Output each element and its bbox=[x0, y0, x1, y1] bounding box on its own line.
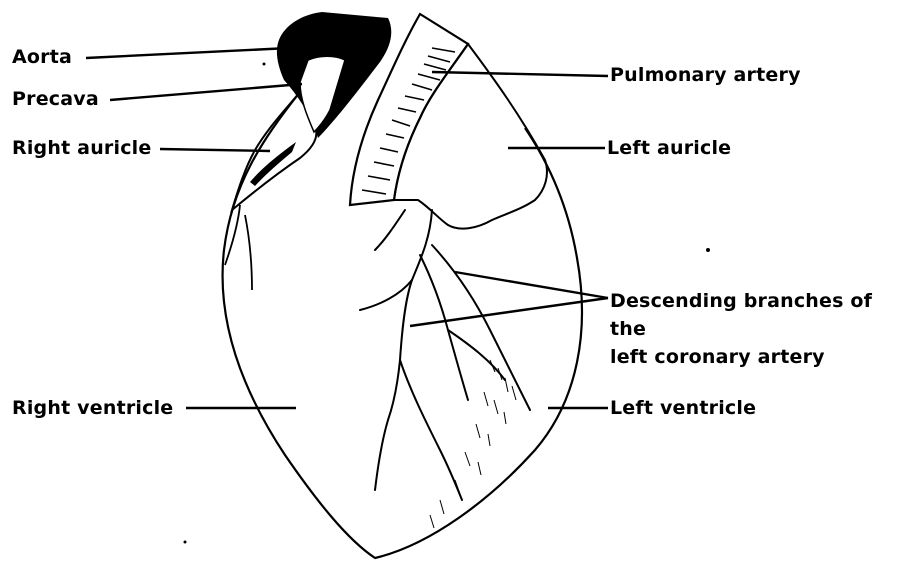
label-precava: Precava bbox=[12, 88, 99, 110]
leader-coronary-a bbox=[455, 272, 608, 298]
label-pulmonary-artery: Pulmonary artery bbox=[610, 64, 801, 86]
label-coronary-line1: Descending branches of the bbox=[610, 287, 915, 343]
label-left-coronary-artery: Descending branches of the left coronary… bbox=[610, 287, 915, 371]
label-left-auricle: Left auricle bbox=[607, 137, 731, 159]
coronary-branches bbox=[360, 210, 530, 500]
label-left-ventricle: Left ventricle bbox=[610, 397, 756, 419]
pulmonary-artery-hatching bbox=[362, 48, 455, 194]
left-ventricle-shading bbox=[430, 360, 516, 528]
label-right-ventricle: Right ventricle bbox=[12, 397, 173, 419]
leader-right-auricle bbox=[160, 149, 270, 151]
label-aorta: Aorta bbox=[12, 46, 72, 68]
leader-pulmonary-artery bbox=[432, 72, 608, 76]
label-coronary-line2: left coronary artery bbox=[610, 343, 915, 371]
label-right-auricle: Right auricle bbox=[12, 137, 151, 159]
leader-precava bbox=[110, 84, 302, 100]
